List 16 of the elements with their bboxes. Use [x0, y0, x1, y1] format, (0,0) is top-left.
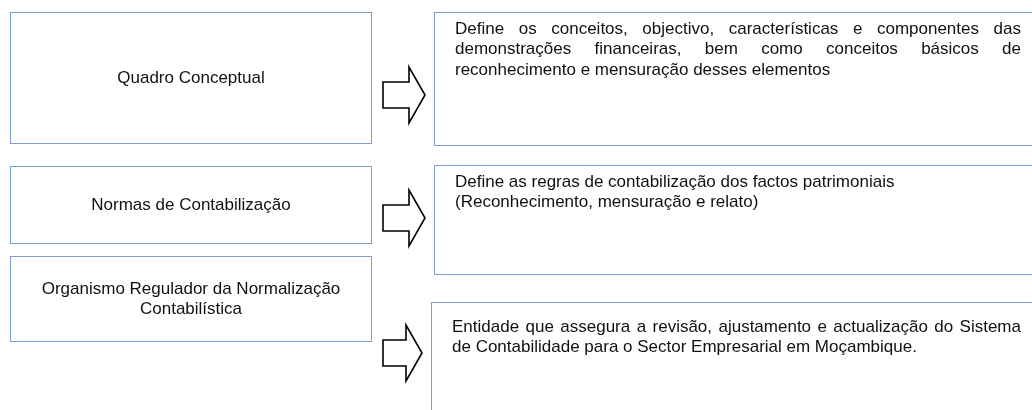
description-text: (Reconhecimento, mensuração e relato)	[455, 192, 760, 213]
description-box	[434, 12, 1032, 146]
title-box	[10, 256, 372, 342]
description-box	[434, 165, 1032, 275]
block-arrow	[382, 187, 426, 249]
description-text: Define os conceitos, objectivo, características e componentes das demonstrações financeiras, bem como conceitos básicos de reconhecimento e mensuração desses elementos	[455, 19, 1021, 81]
box-title: Normas de Contabilização	[91, 194, 291, 216]
box-title: Organismo Regulador da Normalização Contabilística	[40, 278, 342, 320]
block-arrow	[382, 322, 423, 384]
block-arrow	[382, 64, 426, 126]
title-box	[10, 166, 372, 244]
description-text: Define as regras de contabilização dos factos patrimoniais	[455, 172, 896, 193]
box-title: Quadro Conceptual	[117, 67, 265, 89]
title-box	[10, 12, 372, 144]
description-text: Entidade que assegura a revisão, ajustamento e actualização do Sistema de Contabilidade para o Sector Empresarial em Moçambique.	[452, 317, 1021, 358]
description-box	[431, 302, 1032, 410]
